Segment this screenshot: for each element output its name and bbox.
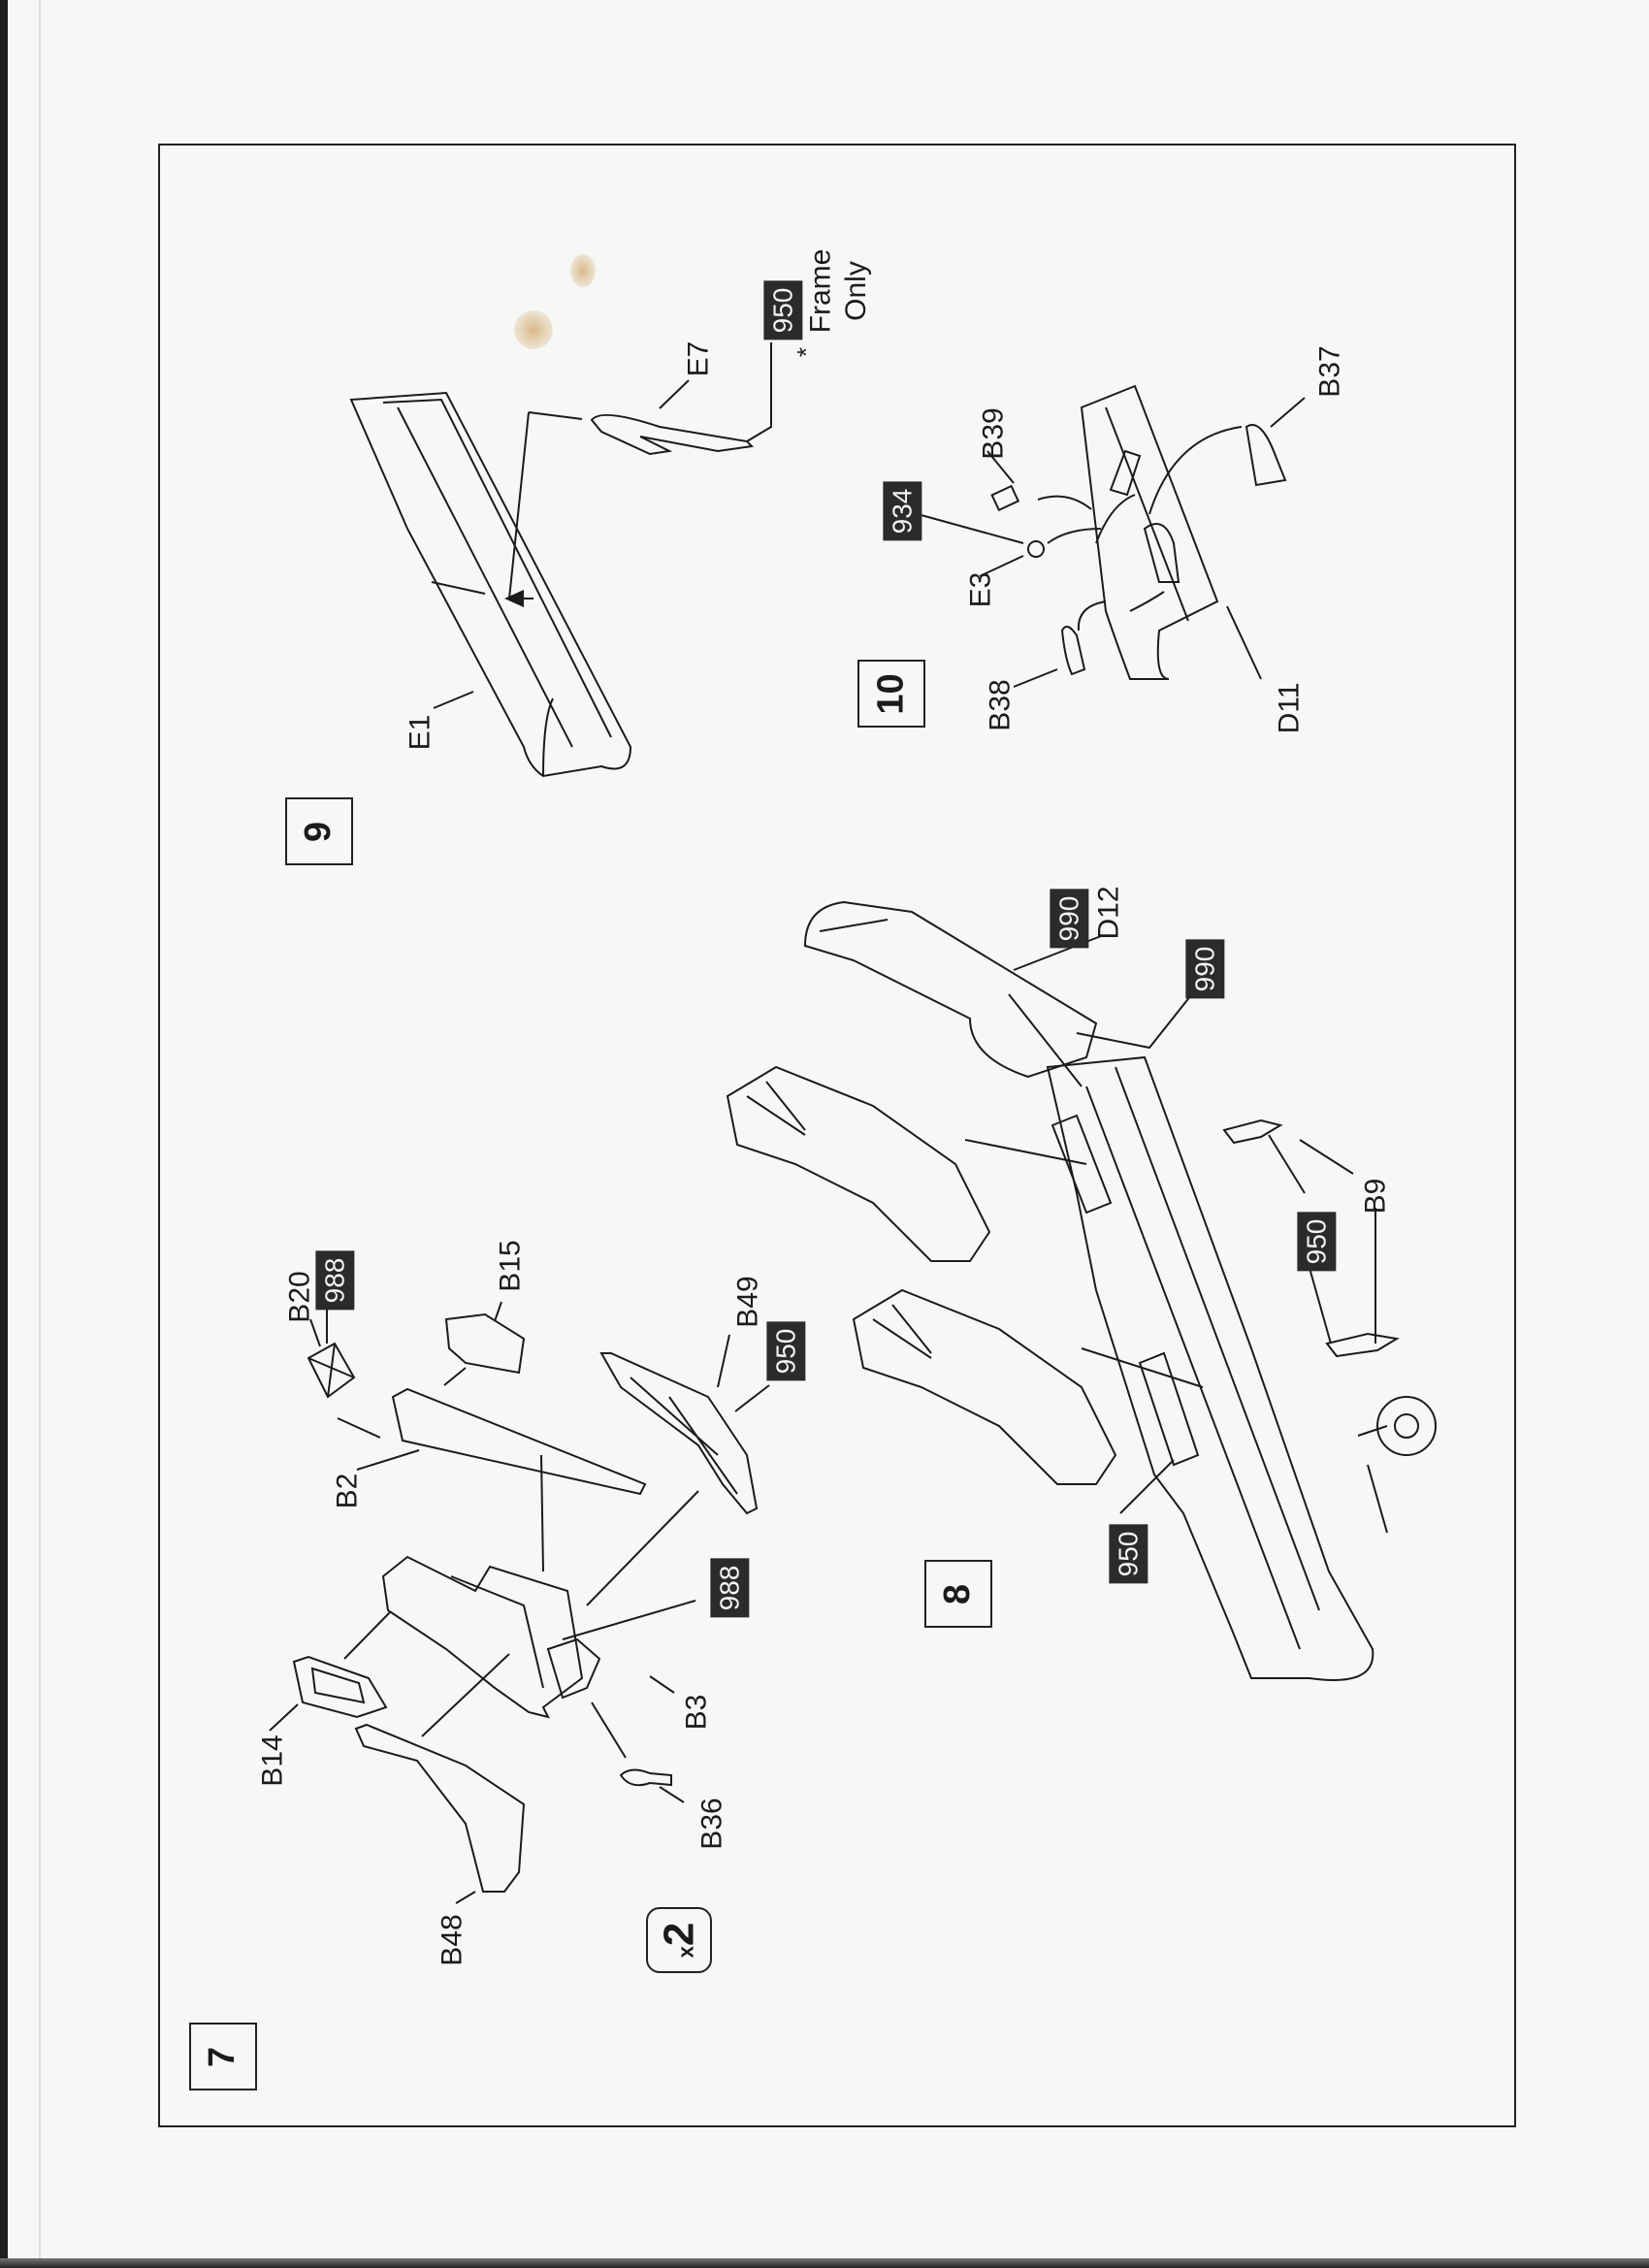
part-label-b3: B3 <box>680 1694 713 1731</box>
note-asterisk: * <box>792 346 822 358</box>
paint-code-988-frame: 988 <box>710 1558 750 1618</box>
part-label-b14: B14 <box>256 1734 289 1787</box>
step-number-8: 8 <box>924 1560 992 1628</box>
quantity-x2-text: x2 <box>654 1922 702 1959</box>
step-number-9: 9 <box>285 797 353 865</box>
part-label-b15: B15 <box>494 1240 527 1292</box>
quantity-x2-badge: x2 <box>646 1907 712 1973</box>
paint-code-950-b9: 950 <box>1297 1212 1337 1272</box>
step-8-label: 8 <box>937 1583 979 1604</box>
paint-code-950-b49: 950 <box>766 1321 806 1381</box>
paint-code-950-console: 950 <box>1109 1524 1148 1584</box>
part-label-e1: E1 <box>404 714 436 751</box>
glue-stain <box>570 254 596 287</box>
part-label-b20: B20 <box>283 1271 316 1323</box>
scan-fold-line <box>39 0 41 2268</box>
paint-code-934-e3: 934 <box>883 481 922 541</box>
part-label-b2: B2 <box>331 1473 364 1509</box>
part-label-b37: B37 <box>1313 345 1346 398</box>
scan-edge-left <box>0 0 8 2268</box>
step-10-label: 10 <box>870 672 912 715</box>
part-label-e7: E7 <box>682 340 715 377</box>
part-label-d12: D12 <box>1092 886 1125 940</box>
paint-code-988-b20: 988 <box>315 1250 355 1311</box>
note-only: Only <box>839 261 872 321</box>
scan-edge-bottom <box>0 2258 1649 2268</box>
paint-code-990-d12: 990 <box>1050 889 1089 949</box>
step-number-7: 7 <box>189 2023 257 2090</box>
paint-code-990-floor: 990 <box>1185 939 1225 999</box>
part-label-b39: B39 <box>977 407 1010 460</box>
glue-stain <box>514 310 553 349</box>
part-label-b36: B36 <box>695 1798 728 1850</box>
part-label-b9: B9 <box>1359 1178 1392 1215</box>
paint-code-950-e7: 950 <box>763 280 803 340</box>
part-label-b49: B49 <box>731 1276 764 1328</box>
quantity-prefix: x <box>672 1946 697 1959</box>
part-label-d11: D11 <box>1273 682 1306 734</box>
part-label-e3: E3 <box>964 571 997 608</box>
part-label-b48: B48 <box>436 1914 469 1966</box>
step-number-10: 10 <box>857 660 925 728</box>
part-label-b38: B38 <box>984 679 1017 731</box>
step-9-label: 9 <box>298 821 340 842</box>
quantity-count: 2 <box>654 1922 702 1947</box>
step-7-label: 7 <box>202 2046 243 2067</box>
page-frame <box>158 144 1516 2127</box>
note-frame: Frame <box>804 248 837 334</box>
